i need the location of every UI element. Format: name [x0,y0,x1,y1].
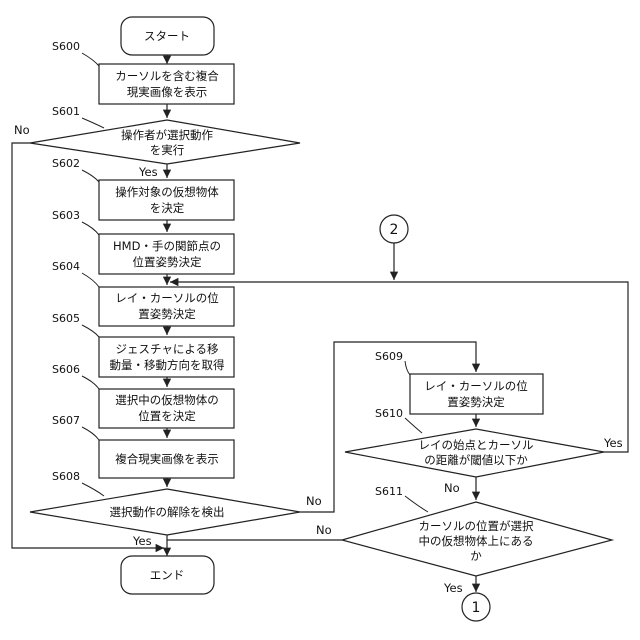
connector-2: 2 [380,215,408,243]
svg-text:を実行: を実行 [150,143,185,157]
decision-s608: 選択動作の解除を検出 [30,489,300,535]
svg-text:位置を決定: 位置を決定 [138,409,196,423]
branch-s608-yes: Yes [132,534,152,548]
svg-text:レイ・カーソルの位: レイ・カーソルの位 [424,379,528,393]
decision-s610: レイの始点とカーソル の距離が閾値以下か [345,429,604,477]
svg-text:HMD・手の関節点の: HMD・手の関節点の [113,239,221,253]
svg-text:を決定: を決定 [150,201,185,215]
step-id-s609: S609 [375,350,403,363]
branch-s601-no: No [14,123,30,137]
branch-s611-no: No [316,523,332,537]
svg-text:レイ・カーソルの位: レイ・カーソルの位 [115,291,219,305]
branch-s610-no: No [444,481,460,495]
step-id-s610: S610 [375,407,403,420]
svg-text:位置姿勢決定: 位置姿勢決定 [133,255,202,269]
svg-text:操作対象の仮想物体: 操作対象の仮想物体 [115,185,219,199]
step-s603: HMD・手の関節点の 位置姿勢決定 [99,234,234,274]
svg-text:現実画像を表示: 現実画像を表示 [127,85,208,99]
step-s607: 複合現実画像を表示 [99,440,234,478]
svg-text:選択動作の解除を検出: 選択動作の解除を検出 [110,505,225,519]
branch-s610-yes: Yes [603,436,623,450]
step-id-s602: S602 [52,157,80,170]
connector-1: 1 [462,593,490,621]
step-s602: 操作対象の仮想物体 を決定 [99,180,234,220]
step-id-s605: S605 [52,312,80,325]
step-id-s603: S603 [52,209,80,222]
step-id-s608: S608 [52,470,80,483]
svg-text:エンド: エンド [150,568,185,582]
step-s604: レイ・カーソルの位 置姿勢決定 [99,287,234,326]
branch-s608-no: No [306,494,322,508]
decision-s611: カーソルの位置が選択 中の仮想物体上にある か [342,502,612,576]
svg-text:2: 2 [390,222,399,238]
svg-text:1: 1 [472,600,481,616]
branch-s611-yes: Yes [443,581,463,595]
step-id-s606: S606 [52,363,80,376]
svg-text:ジェスチャによる移: ジェスチャによる移 [115,342,219,356]
svg-text:か: か [470,549,482,563]
step-s609: レイ・カーソルの位 置姿勢決定 [410,374,543,414]
svg-text:置姿勢決定: 置姿勢決定 [447,395,505,409]
svg-text:中の仮想物体上にある: 中の仮想物体上にある [419,534,534,548]
svg-text:カーソルを含む複合: カーソルを含む複合 [115,69,219,83]
step-s606: 選択中の仮想物体の 位置を決定 [99,389,234,428]
step-id-s600: S600 [52,40,80,53]
svg-text:操作者が選択動作: 操作者が選択動作 [121,128,213,142]
step-id-s607: S607 [52,414,80,427]
start-terminal: スタート [121,17,214,55]
svg-text:複合現実画像を表示: 複合現実画像を表示 [115,452,219,466]
step-s600: カーソルを含む複合 現実画像を表示 [99,64,234,104]
step-id-s611: S611 [375,485,403,498]
svg-text:置姿勢決定: 置姿勢決定 [138,307,196,321]
svg-text:選択中の仮想物体の: 選択中の仮想物体の [115,393,219,407]
branch-s601-yes: Yes [138,165,158,179]
svg-text:カーソルの位置が選択: カーソルの位置が選択 [419,519,534,533]
end-terminal: エンド [121,556,214,594]
svg-text:動量・移動方向を取得: 動量・移動方向を取得 [110,358,225,372]
step-s605: ジェスチャによる移 動量・移動方向を取得 [99,337,234,377]
step-id-s601: S601 [52,105,80,118]
svg-text:の距離が閾値以下か: の距離が閾値以下か [424,453,528,467]
svg-text:スタート: スタート [144,29,190,43]
step-id-s604: S604 [52,260,80,273]
svg-text:レイの始点とカーソル: レイの始点とカーソル [419,438,534,452]
